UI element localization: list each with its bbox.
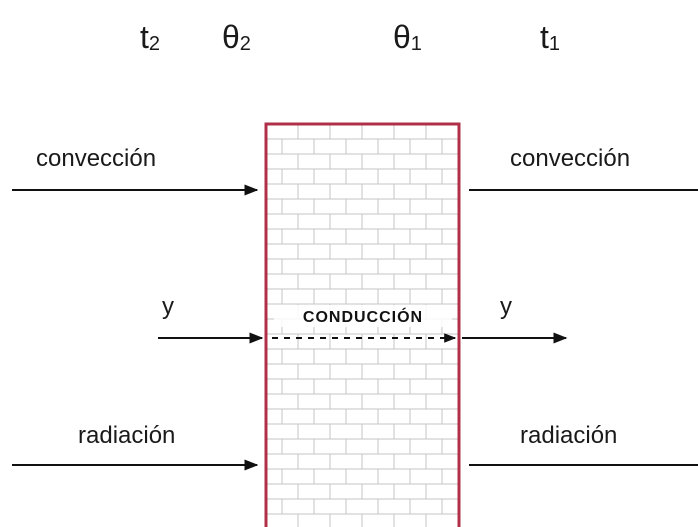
theta2-symbol: θ2 bbox=[222, 19, 251, 55]
t1-symbol: t1 bbox=[540, 19, 560, 55]
t2-symbol: t2 bbox=[140, 19, 160, 55]
left-radiation-label: radiación bbox=[78, 422, 175, 449]
conduction-label: CONDUCCIÓN bbox=[303, 307, 423, 326]
right-and-label: y bbox=[500, 293, 512, 320]
right-radiation-label: radiación bbox=[520, 422, 617, 449]
left-and-label: y bbox=[162, 293, 174, 320]
right-convection-label: convección bbox=[510, 145, 630, 172]
left-convection-label: convección bbox=[36, 145, 156, 172]
wall-border bbox=[264, 122, 461, 527]
theta1-symbol: θ1 bbox=[393, 19, 422, 55]
